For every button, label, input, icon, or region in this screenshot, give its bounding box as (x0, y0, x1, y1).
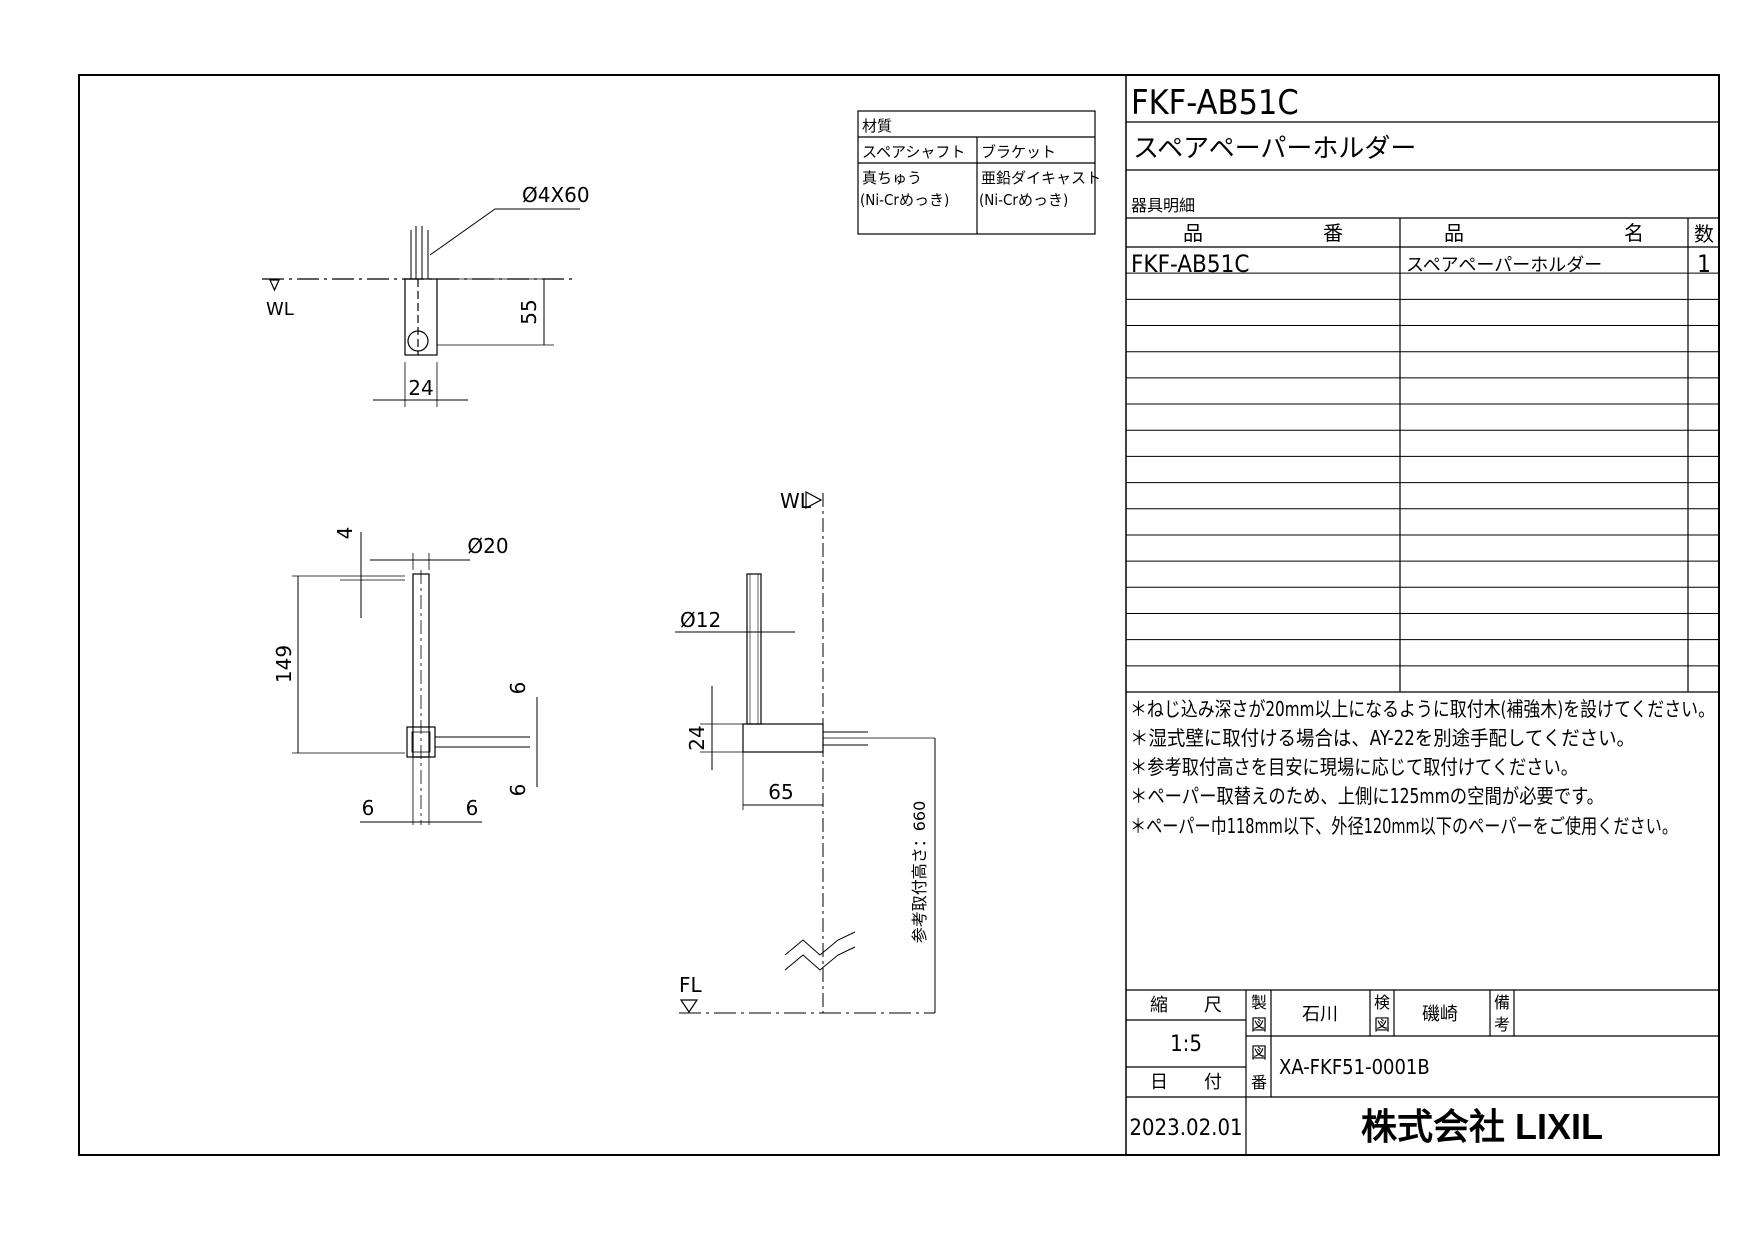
notes: ＊ねじ込み深さが20mm以上になるように取付木(補強木)を設けてください。 ＊湿… (1130, 697, 1715, 838)
top-bracket (404, 278, 438, 356)
note-1: ＊ねじ込み深さが20mm以上になるように取付木(補強木)を設けてください。 (1130, 697, 1715, 721)
col-part-name: 品 名 (1444, 221, 1644, 245)
drawn-label-1: 製 (1251, 993, 1267, 1012)
front-view (292, 532, 538, 825)
note-4: ＊ペーパー取替えのため、上側に125mmの空間が必要です。 (1130, 784, 1604, 808)
dim-149-label: 149 (272, 645, 296, 683)
drawing-no-label-2: 番 (1251, 1073, 1267, 1092)
material-header: 材質 (862, 117, 892, 135)
dim-phi12-label: Ø12 (680, 608, 721, 632)
scale-label: 縮 尺 (1150, 995, 1222, 1016)
material-col-bracket: ブラケット (981, 143, 1056, 161)
dim-6-bottom-2: 6 (466, 796, 479, 820)
checked-label-2: 図 (1374, 1015, 1390, 1034)
checked-label-1: 検 (1374, 993, 1390, 1012)
dim-24-top-label: 24 (408, 376, 433, 400)
remarks-label-2: 考 (1494, 1015, 1510, 1034)
material-bracket-1: 亜鉛ダイキャスト (981, 169, 1101, 187)
material-shaft-2: (Ni-Crめっき) (860, 191, 949, 209)
checked-by: 磯崎 (1422, 1004, 1458, 1025)
drawing-info: 縮 尺 1:5 日 付 2023.02.01 製 図 石川 検 図 磯崎 備 考… (1126, 989, 1719, 1155)
col-part-no: 品 番 (1183, 221, 1343, 245)
material-shaft-1: 真ちゅう (862, 169, 922, 187)
side-shaft (746, 573, 762, 725)
sheet-border (78, 74, 1720, 1156)
row-part-name: スペアペーパーホルダー (1406, 255, 1602, 276)
drawing-number: XA-FKF51-0001B (1279, 1055, 1430, 1079)
note-2: ＊湿式壁に取付ける場合は、AY-22を別途手配してください。 (1130, 726, 1635, 750)
model-number: FKF-AB51C (1131, 83, 1299, 123)
drawn-by: 石川 (1302, 1004, 1338, 1025)
row-qty: 1 (1697, 250, 1711, 278)
dim-screw: Ø4X60 (522, 183, 590, 207)
note-5: ＊ペーパー巾118mm以下、外径120mm以下のペーパーをご使用ください。 (1130, 814, 1678, 838)
side-view (675, 491, 936, 1014)
dim-6-right-1: 6 (506, 682, 530, 695)
parts-table: 品 番 品 名 数 FKF-AB51C スペアペーパーホルダー 1 (1126, 217, 1719, 693)
dim-phi20-label: Ø20 (467, 534, 508, 558)
ref-height-label: 参考取付高さ：660 (910, 801, 929, 944)
product-name: スペアペーパーホルダー (1133, 134, 1416, 164)
dim-24-side-label: 24 (685, 725, 709, 750)
date-label: 日 付 (1150, 1072, 1222, 1093)
scale-value: 1:5 (1170, 1032, 1202, 1057)
note-3: ＊参考取付高さを目安に現場に応じて取付けてください。 (1130, 755, 1578, 779)
top-view (262, 208, 580, 407)
drawn-label-2: 図 (1251, 1015, 1267, 1034)
wl-marker-side (805, 491, 823, 509)
drawing-no-label-1: 図 (1251, 1043, 1267, 1062)
title-block: FKF-AB51C スペアペーパーホルダー 器具明細 品 番 品 名 数 FKF… (1126, 83, 1719, 1155)
dim-65-label: 65 (768, 780, 793, 804)
row-part-no: FKF-AB51C (1131, 250, 1249, 278)
wl-label-side: WL (780, 489, 812, 513)
fl-label: FL (679, 973, 703, 997)
remarks-label-1: 備 (1494, 993, 1510, 1012)
fl-marker (679, 999, 699, 1014)
wl-marker-top (269, 279, 280, 292)
company-name: 株式会社 LIXIL (1361, 1106, 1603, 1147)
dim-4-label: 4 (333, 527, 357, 540)
dim-6-right-2: 6 (506, 784, 530, 797)
material-col-shaft: スペアシャフト (862, 143, 965, 161)
side-bracket (742, 723, 824, 753)
col-qty: 数 (1694, 222, 1714, 246)
material-table: 材質 スペアシャフト ブラケット 真ちゅう (Ni-Crめっき) 亜鉛ダイキャス… (857, 110, 1101, 235)
wl-label-top: WL (266, 299, 294, 320)
parts-caption: 器具明細 (1131, 196, 1195, 215)
date-value: 2023.02.01 (1129, 1116, 1242, 1141)
dim-6-bottom-1: 6 (362, 796, 375, 820)
material-bracket-2: (Ni-Crめっき) (979, 191, 1068, 209)
dim-55-label: 55 (517, 299, 541, 324)
